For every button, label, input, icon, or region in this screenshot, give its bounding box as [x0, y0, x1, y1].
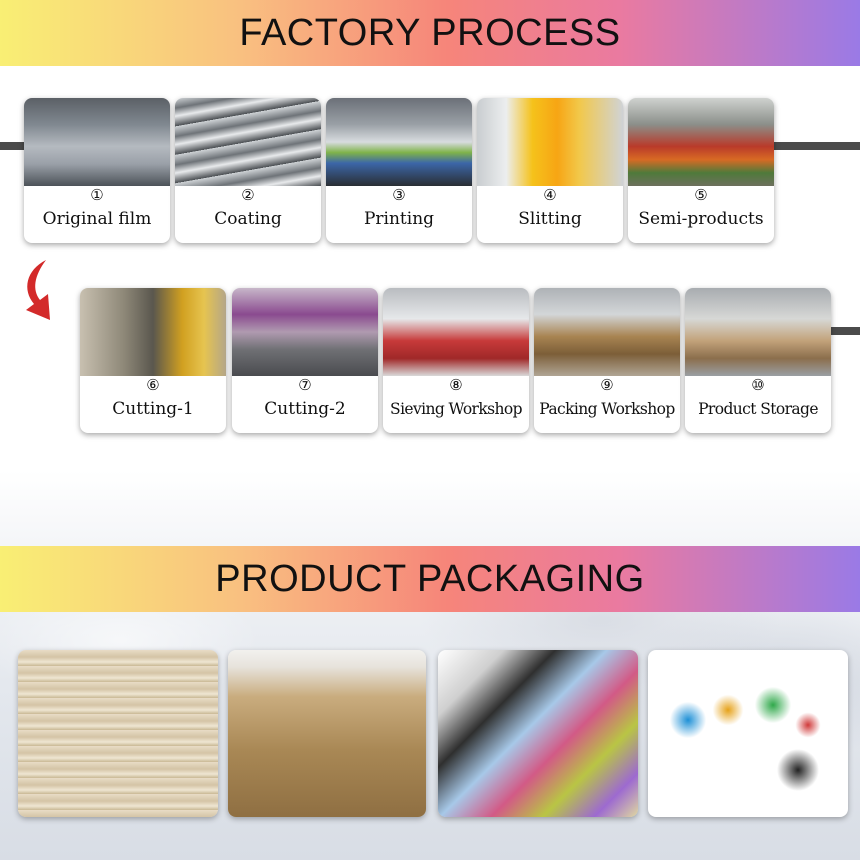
- step-photo: [232, 288, 378, 376]
- step-card-slitting: ④ Slitting: [477, 98, 623, 243]
- step-label: Coating: [214, 209, 282, 229]
- step-photo: [326, 98, 472, 186]
- step-photo: [175, 98, 321, 186]
- step-label: Cutting-2: [264, 399, 346, 419]
- packaging-photo-bag-stacks: [18, 650, 218, 817]
- curved-arrow-icon: [26, 260, 50, 320]
- step-photo: [477, 98, 623, 186]
- packaging-photo-glitter-bags: [438, 650, 638, 817]
- factory-process-title: FACTORY PROCESS: [239, 11, 621, 54]
- step-card-coating: ② Coating: [175, 98, 321, 243]
- connector-line: [772, 142, 860, 150]
- step-number: ⑤: [694, 186, 708, 204]
- step-card-cutting-2: ⑦ Cutting-2: [232, 288, 378, 433]
- step-label: Semi-products: [638, 209, 764, 229]
- step-label: Slitting: [518, 209, 582, 229]
- step-number: ⑩: [751, 376, 765, 394]
- step-number: ②: [241, 186, 255, 204]
- step-card-sieving-workshop: ⑧ Sieving Workshop: [383, 288, 529, 433]
- packaging-photo-glitter-jars: [648, 650, 848, 817]
- step-number: ⑧: [449, 376, 463, 394]
- step-number: ⑨: [600, 376, 614, 394]
- step-number: ⑥: [146, 376, 160, 394]
- step-photo: [534, 288, 680, 376]
- step-number: ①: [90, 186, 104, 204]
- step-card-semi-products: ⑤ Semi-products: [628, 98, 774, 243]
- packaging-photo-cartons: [228, 650, 426, 817]
- step-card-product-storage: ⑩ Product Storage: [685, 288, 831, 433]
- product-packaging-title: PRODUCT PACKAGING: [215, 557, 645, 600]
- step-photo: [383, 288, 529, 376]
- step-number: ③: [392, 186, 406, 204]
- connector-line: [830, 327, 860, 335]
- step-photo: [628, 98, 774, 186]
- step-card-original-film: ① Original film: [24, 98, 170, 243]
- step-label: Printing: [363, 209, 435, 229]
- factory-process-banner: FACTORY PROCESS: [0, 0, 860, 66]
- step-number: ⑦: [298, 376, 312, 394]
- step-photo: [24, 98, 170, 186]
- step-label: Original film: [42, 209, 152, 229]
- step-label: Product Storage: [698, 400, 818, 418]
- step-photo: [80, 288, 226, 376]
- step-card-printing: ③ Printing: [326, 98, 472, 243]
- step-label: Sieving Workshop: [390, 400, 523, 418]
- step-label: Cutting-1: [112, 399, 194, 419]
- step-card-packing-workshop: ⑨ Packing Workshop: [534, 288, 680, 433]
- product-packaging-banner: PRODUCT PACKAGING: [0, 546, 860, 612]
- step-card-cutting-1: ⑥ Cutting-1: [80, 288, 226, 433]
- step-number: ④: [543, 186, 557, 204]
- step-photo: [685, 288, 831, 376]
- connector-line: [0, 142, 26, 150]
- step-label: Packing Workshop: [539, 400, 675, 418]
